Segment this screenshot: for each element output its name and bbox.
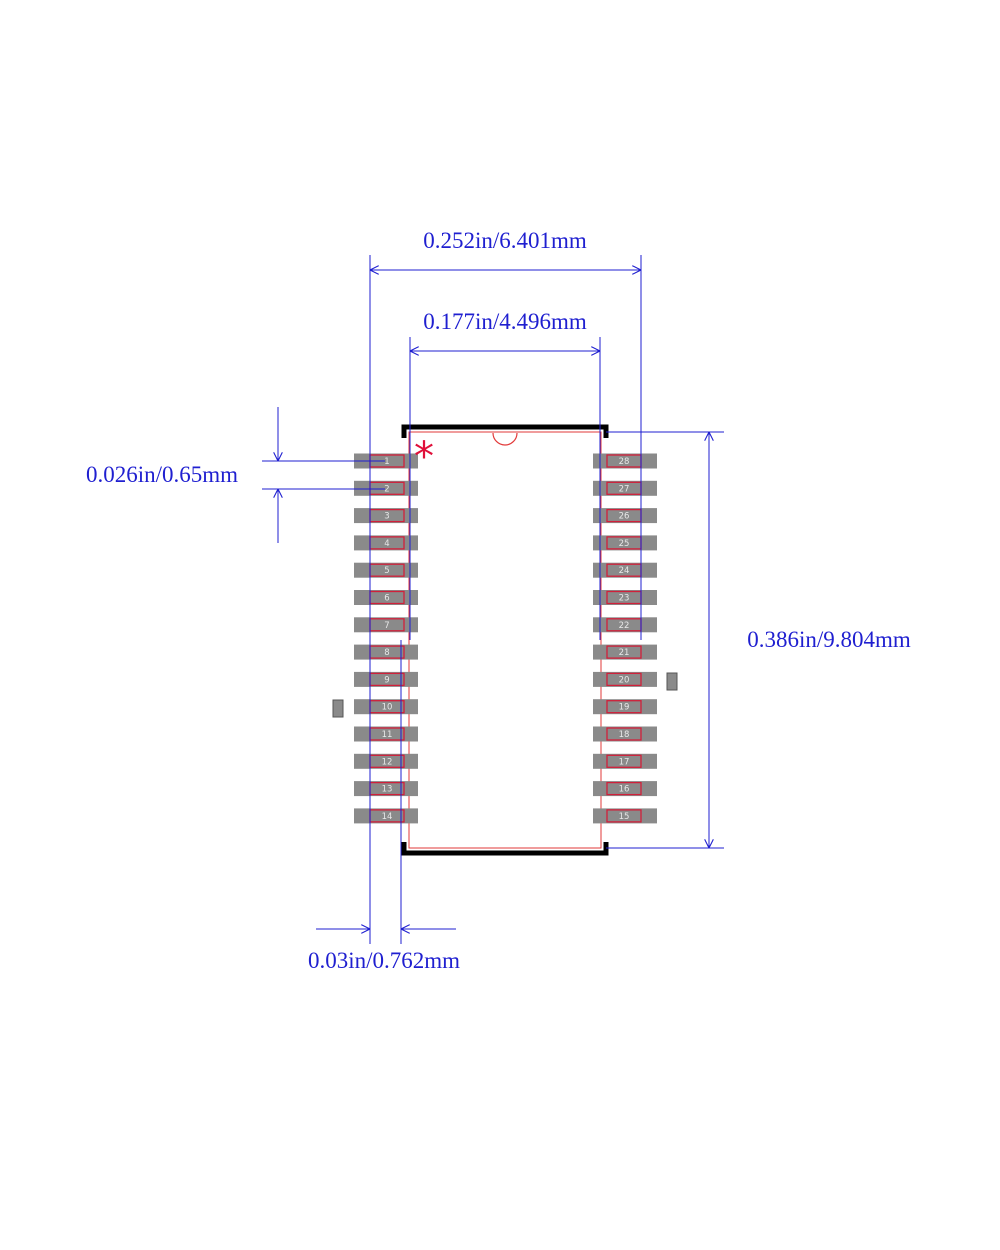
pin-number: 13 bbox=[382, 785, 393, 795]
length-dimension: 0.386in/9.804mm bbox=[606, 431, 911, 849]
pin-number: 5 bbox=[384, 566, 389, 576]
pad-extent-label: 0.03in/0.762mm bbox=[308, 948, 460, 973]
body-width-label: 0.177in/4.496mm bbox=[423, 309, 587, 334]
pin-number: 17 bbox=[619, 757, 630, 767]
pin-outline bbox=[606, 809, 642, 823]
pin-number: 6 bbox=[384, 594, 389, 604]
pin-outline bbox=[606, 672, 642, 687]
overall-width-dimension: 0.252in/6.401mm bbox=[369, 228, 642, 944]
pad-19: 19 bbox=[593, 699, 657, 715]
pad-25: 25 bbox=[593, 535, 657, 551]
pad-17: 17 bbox=[593, 753, 657, 769]
pin-number: 23 bbox=[619, 594, 630, 604]
pad-7: 7 bbox=[354, 617, 418, 633]
pad-20: 20 bbox=[593, 671, 657, 687]
pad-3: 3 bbox=[354, 508, 418, 524]
pad-26: 26 bbox=[593, 508, 657, 524]
pad-9: 9 bbox=[354, 671, 418, 687]
pad-11: 11 bbox=[354, 726, 418, 742]
pin-outline bbox=[606, 727, 642, 741]
pitch-label: 0.026in/0.65mm bbox=[86, 462, 238, 487]
pad-15: 15 bbox=[593, 808, 657, 824]
overall-width-label: 0.252in/6.401mm bbox=[423, 228, 587, 253]
pin-number: 20 bbox=[619, 675, 630, 685]
pin-outline bbox=[606, 700, 642, 714]
pin-number: 24 bbox=[619, 566, 630, 576]
body-width-dimension: 0.177in/4.496mm bbox=[409, 309, 601, 640]
pin-number: 18 bbox=[619, 730, 630, 740]
pad-2: 2 bbox=[354, 480, 418, 496]
pin-number: 14 bbox=[382, 812, 393, 822]
pad-16: 16 bbox=[593, 781, 657, 797]
pin-outline bbox=[606, 754, 642, 768]
pin-number: 2 bbox=[384, 484, 389, 494]
pad-14: 14 bbox=[354, 808, 418, 824]
pin-number: 25 bbox=[619, 539, 630, 549]
left-fiducial bbox=[332, 699, 344, 718]
pitch-dimension: 0.026in/0.65mm bbox=[86, 407, 385, 543]
pad-6: 6 bbox=[354, 590, 418, 605]
body-outline bbox=[408, 431, 602, 849]
pin-number: 4 bbox=[384, 539, 389, 549]
pin-number: 21 bbox=[619, 648, 630, 658]
pad-5: 5 bbox=[354, 562, 418, 578]
pin-number: 26 bbox=[619, 512, 630, 522]
pin-outline bbox=[606, 645, 642, 659]
pin-number: 19 bbox=[619, 703, 630, 713]
pad-12: 12 bbox=[354, 753, 418, 769]
pad-8: 8 bbox=[354, 644, 418, 660]
pin-number: 7 bbox=[384, 621, 389, 631]
pin-number: 27 bbox=[619, 484, 630, 494]
right-fiducial bbox=[666, 672, 678, 691]
pin-number: 12 bbox=[382, 757, 393, 767]
pad-23: 23 bbox=[593, 590, 657, 605]
pin-number: 8 bbox=[384, 648, 389, 658]
pin1-notch bbox=[492, 432, 518, 446]
pad-22: 22 bbox=[593, 617, 657, 633]
right-pad-row: 28 27 26 25 24 23 22 21 20 19 18 17 16 15 bbox=[593, 453, 657, 824]
pin-outline bbox=[606, 781, 642, 796]
pad-10: 10 bbox=[354, 699, 418, 715]
pin-number: 22 bbox=[619, 621, 630, 631]
pin-number: 11 bbox=[382, 730, 393, 740]
pad-18: 18 bbox=[593, 726, 657, 742]
pad-21: 21 bbox=[593, 644, 657, 660]
pin-number: 28 bbox=[619, 457, 630, 467]
pin-number: 15 bbox=[619, 812, 630, 822]
pin-number: 10 bbox=[382, 703, 393, 713]
pad-extent-dimension: 0.03in/0.762mm bbox=[308, 640, 460, 973]
pin-number: 1 bbox=[384, 457, 389, 467]
pad-13: 13 bbox=[354, 781, 418, 797]
pin-number: 16 bbox=[619, 785, 630, 795]
pin-number: 9 bbox=[384, 675, 389, 685]
pad-4: 4 bbox=[354, 535, 418, 551]
length-label: 0.386in/9.804mm bbox=[747, 627, 911, 652]
pad-24: 24 bbox=[593, 562, 657, 578]
pad-28: 28 bbox=[593, 453, 657, 469]
pad-27: 27 bbox=[593, 480, 657, 496]
pin-number: 3 bbox=[384, 512, 389, 522]
pin1-marker: * bbox=[414, 434, 434, 480]
